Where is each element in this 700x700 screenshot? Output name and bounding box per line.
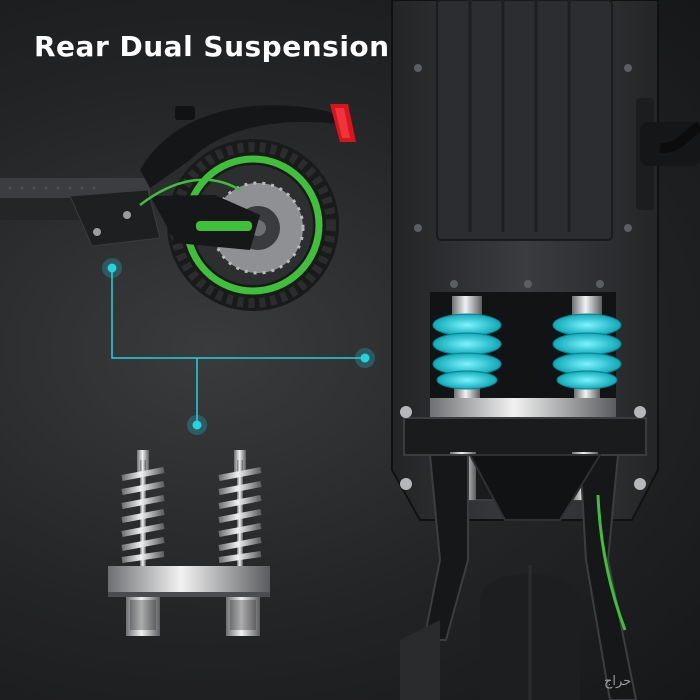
scooter-rear-wheel-icon	[0, 104, 356, 311]
suspension-spring-icon	[108, 450, 270, 636]
watermark-text: حراج	[604, 674, 632, 689]
page-title: Rear Dual Suspension	[34, 30, 390, 63]
scooter-rear-body-icon	[391, 0, 700, 700]
callout-dot-icon	[102, 258, 375, 435]
callout-lines	[111, 268, 365, 425]
